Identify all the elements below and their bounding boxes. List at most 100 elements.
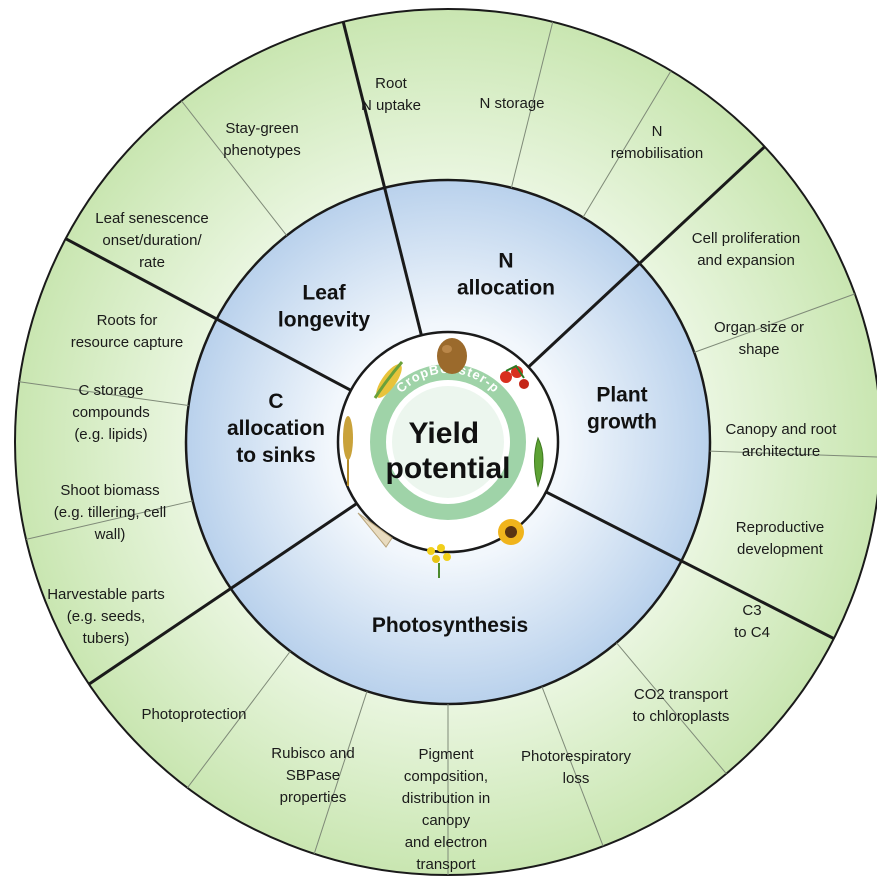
outer-label-pigment-composition-line: and electron [405,834,488,851]
sector-label-leaf-longevity-line: longevity [278,309,371,332]
outer-label-canopy-root-line: Canopy and root [726,421,838,438]
outer-label-n-remobilisation-line: remobilisation [611,145,704,162]
segment-divider-line [541,686,604,847]
outer-label-organ-size: Organ size or shape [714,319,804,358]
outer-label-organ-size-line: shape [739,341,780,358]
sector-dividers [64,21,835,686]
outer-label-shoot-biomass-line: Shoot biomass [60,482,159,499]
outer-label-stay-green: Stay-green phenotypes [223,120,301,159]
sector-divider-line [341,21,423,336]
sector-label-c-allocation-line: C [268,390,283,413]
outer-label-harvestable-parts-line: Harvestable parts [47,586,165,603]
potato-icon [437,338,467,374]
outer-label-c3-to-c4-line: C3 [742,602,761,619]
crop-icons [343,338,544,578]
outer-label-c3-to-c4-line: to C4 [734,624,770,641]
outer-label-c-storage-line: (e.g. lipids) [74,426,147,443]
sector-divider-line [545,490,835,640]
segment-divider-line [19,381,189,407]
outer-label-roots-resource-line: Roots for [97,312,158,329]
wheat-ear-icon [343,416,353,486]
outer-label-harvestable-parts-line: tubers) [83,630,130,647]
outer-label-organ-size-line: Organ size or [714,319,804,336]
outer-label-cell-proliferation-line: and expansion [697,252,795,269]
outer-label-rubisco-sbpase-line: SBPase [286,767,340,784]
segment-divider-line [694,293,856,353]
outer-label-canopy-root: Canopy and root architecture [726,421,838,460]
outer-label-shoot-biomass-line: (e.g. tillering, cell [54,504,167,521]
outer-label-cell-proliferation-line: Cell proliferation [692,230,800,247]
outer-label-c-storage-line: C storage [78,382,143,399]
outer-label-photoprotection-line: Photoprotection [141,706,246,723]
sector-divider-line [64,237,352,392]
segment-divider-line [616,642,727,775]
outer-label-n-storage-line: N storage [479,95,544,112]
sector-divider-line [88,502,358,686]
outer-label-co2-transport: CO2 transport to chloroplasts [633,686,730,725]
segment-divider-line [313,691,368,854]
outer-label-pigment-composition-line: composition, [404,768,488,785]
center-title-line-2: potential [386,452,511,485]
outer-label-shoot-biomass: Shoot biomass (e.g. tillering, cell wall) [54,482,167,543]
sector-label-plant-growth-line: Plant [596,384,647,407]
outer-label-roots-resource: Roots for resource capture [71,312,184,351]
outer-label-n-remobilisation-line: N [652,123,663,140]
outer-label-rubisco-sbpase-line: properties [280,789,347,806]
center-title: Yield potential [386,417,511,485]
sector-label-c-allocation-line: allocation [227,417,325,440]
outer-label-c-storage-line: compounds [72,404,150,421]
segment-divider-line [25,500,193,540]
outer-label-c-storage: C storage compounds (e.g. lipids) [72,382,150,443]
center-title-line-1: Yield [409,417,480,450]
outer-label-leaf-senescence-line: rate [139,254,165,271]
outer-label-roots-resource-line: resource capture [71,334,184,351]
outer-label-co2-transport-line: to chloroplasts [633,708,730,725]
outer-label-harvestable-parts-line: (e.g. seeds, [67,608,145,625]
tomato-icon [500,364,529,389]
outer-label-harvestable-parts: Harvestable parts (e.g. seeds, tubers) [47,586,165,647]
outer-label-pigment-composition-line: canopy [422,812,471,829]
sector-label-n-allocation-line: allocation [457,277,555,300]
rapeseed-flower-icon [427,544,451,578]
outer-label-photoprotection: Photoprotection [141,706,246,723]
sector-label-plant-growth-line: growth [587,411,657,434]
segment-divider-line [187,650,291,789]
outer-label-leaf-senescence-line: Leaf senescence [95,210,208,227]
sector-label-c-allocation-line: to sinks [236,444,315,467]
outer-label-root-n-uptake-line: N uptake [361,97,421,114]
outer-label-shoot-biomass-line: wall) [94,526,126,543]
outer-label-photorespiratory-loss-line: Photorespiratory [521,748,632,765]
outer-label-stay-green-line: Stay-green [225,120,298,137]
maize-cob-icon [373,361,404,399]
outer-label-cell-proliferation: Cell proliferation and expansion [692,230,800,269]
outer-label-pigment-composition-line: distribution in [402,790,490,807]
outer-label-pigment-composition-line: Pigment [418,746,474,763]
green-bean-icon [534,436,544,488]
sector-label-n-allocation-line: N [498,250,513,273]
parsnip-icon [357,512,393,548]
outer-label-reproductive-development-line: Reproductive [736,519,824,536]
outer-label-c3-to-c4: C3 to C4 [734,602,770,641]
outer-label-pigment-composition-line: transport [416,856,476,873]
outer-label-stay-green-line: phenotypes [223,142,301,159]
outer-label-co2-transport-line: CO2 transport [634,686,729,703]
segment-divider-line [709,450,877,458]
outer-label-n-storage: N storage [479,95,544,112]
sector-label-photosynthesis-line: Photosynthesis [372,614,528,637]
segment-dividers [19,21,877,875]
outer-label-canopy-root-line: architecture [742,443,820,460]
sector-label-plant-growth: Plant growth [587,384,657,434]
sector-label-photosynthesis: Photosynthesis [372,614,528,637]
